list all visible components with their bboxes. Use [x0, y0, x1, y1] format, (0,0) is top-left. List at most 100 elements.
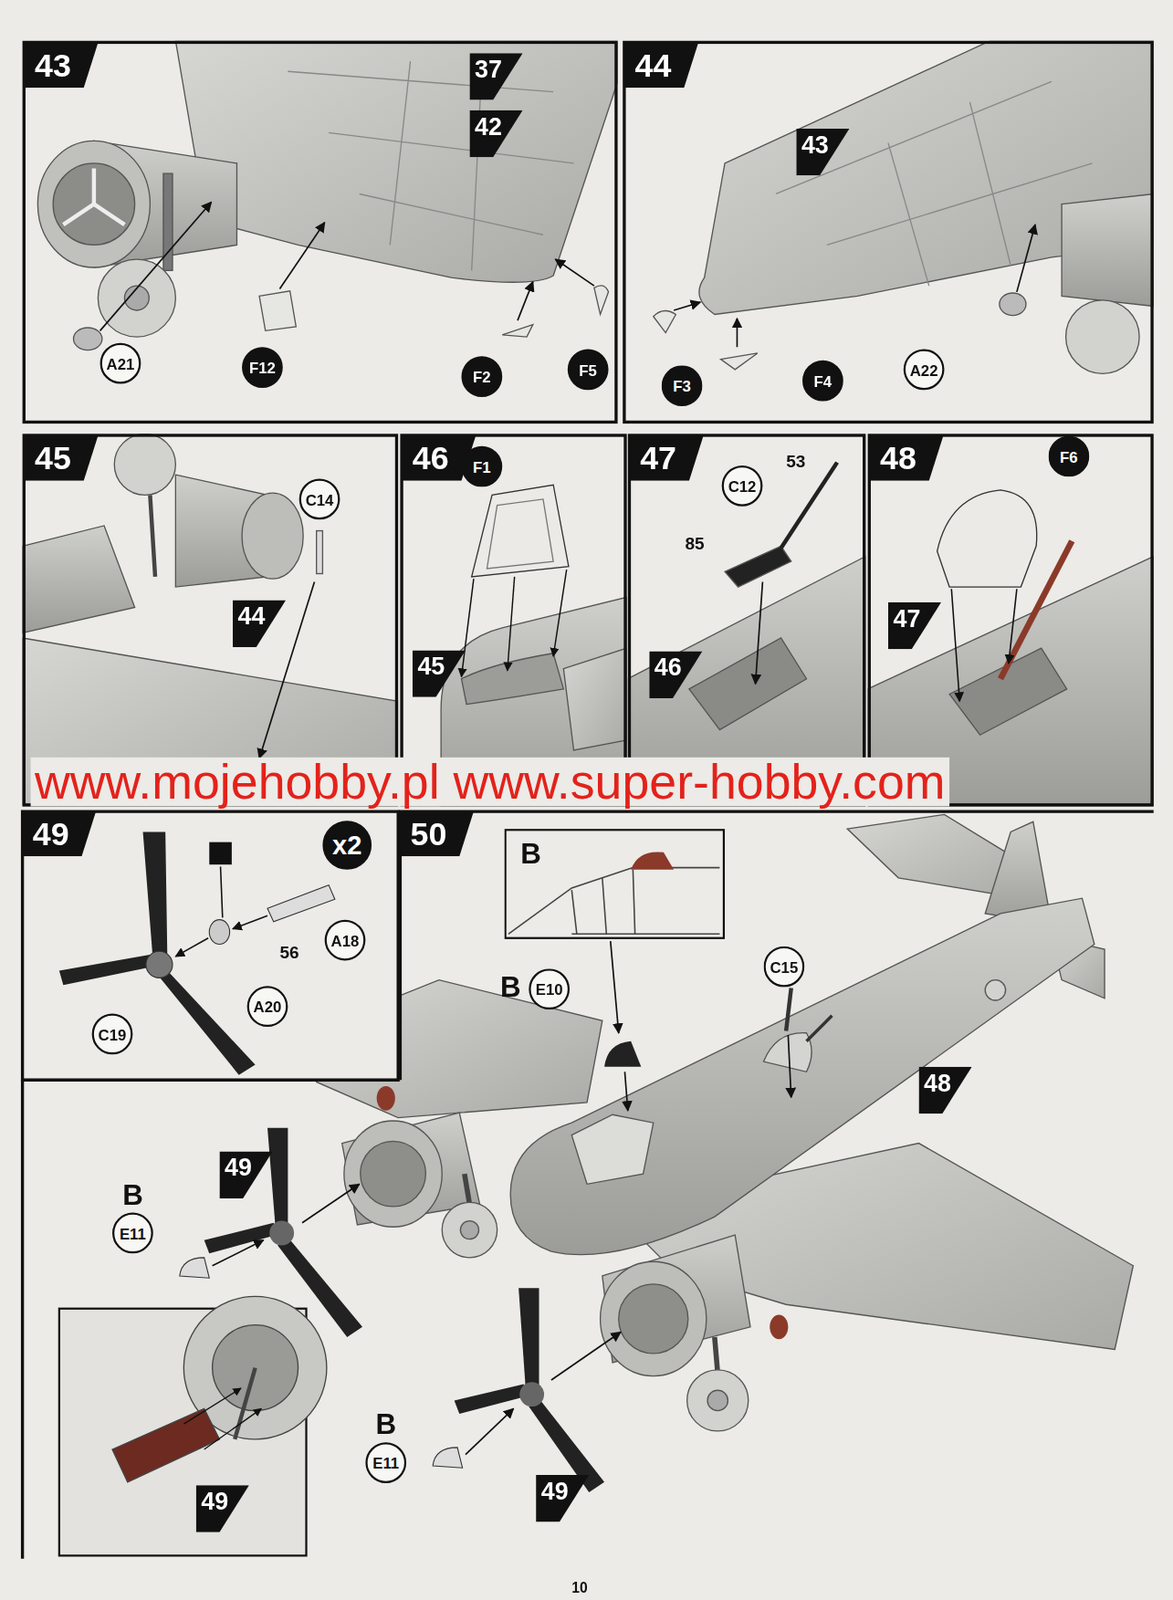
step-panel: 45C14 44 [22, 433, 399, 807]
step-number: 43 [24, 42, 72, 88]
step-badge: 43 [24, 42, 99, 88]
drawing-path [775, 81, 1093, 286]
drawing-line [234, 1368, 255, 1440]
reference-badge: 42 [469, 110, 523, 158]
drawing-ellipse [37, 140, 150, 268]
drawing-g [951, 588, 1017, 702]
step-panel: 49x2A18A20C19 [22, 811, 399, 1079]
part-number-circle: C15 [764, 946, 806, 988]
drawing-circle [618, 1284, 689, 1354]
part-text: F3 [672, 377, 692, 394]
drawing-ellipse [241, 492, 304, 579]
drawing-circle [52, 163, 135, 245]
drawing-path [143, 831, 168, 963]
drawing-ellipse [344, 1120, 442, 1227]
drawing-line [551, 1331, 621, 1381]
drawing-path [432, 1447, 462, 1468]
reference-badge: 45 [412, 649, 466, 697]
part-text: E10 [535, 981, 564, 997]
part-number-circle: A22 [903, 348, 945, 390]
drawing-path [594, 285, 609, 315]
inset-box: B [503, 828, 725, 940]
drawing-line [279, 222, 325, 290]
drawing-line [204, 1408, 262, 1450]
drawing-g [59, 831, 256, 1075]
badge-fill [869, 436, 944, 482]
step-number: 48 [869, 436, 917, 482]
drawing-line [781, 462, 838, 549]
drawing-path [571, 933, 720, 936]
reference-number: 43 [801, 130, 829, 159]
drawing-path [22, 811, 399, 1080]
drawing-line [755, 581, 764, 684]
drawing-g [100, 201, 595, 331]
drawing-path [460, 653, 564, 705]
step-badge: 45 [24, 436, 99, 482]
badge-fill [24, 436, 99, 482]
variant-letter: B [520, 838, 709, 870]
step-badge: 50 [399, 811, 474, 857]
drawing-circle [460, 1221, 479, 1240]
drawing-ellipse [600, 1261, 707, 1376]
step-panel: 433742A21F12F2F5 [22, 41, 618, 424]
drawing-line [806, 1015, 833, 1042]
page-number: 10 [571, 1580, 587, 1595]
reference-badge: 49 [219, 1152, 273, 1199]
drawing-g [112, 1296, 327, 1483]
part-number-circle: E10 [528, 968, 570, 1010]
part-number: 85 [684, 534, 704, 553]
drawing-line [212, 1240, 264, 1267]
badge-fill [795, 128, 849, 176]
step-badge: 48 [869, 436, 944, 482]
part-text: C19 [98, 1026, 127, 1043]
reference-badge: 49 [535, 1475, 589, 1522]
part-text: F5 [578, 361, 597, 378]
drawing-svg [22, 811, 399, 1079]
drawing-ellipse [209, 920, 230, 945]
badge-fill [919, 1067, 973, 1114]
reference-badge: 43 [795, 128, 849, 176]
step-number: 47 [629, 436, 677, 482]
variant-letter: B [500, 973, 522, 1002]
step-panel: 46F145 [399, 433, 627, 807]
part-text: E11 [119, 1225, 147, 1242]
drawing-line [624, 1071, 628, 1111]
drawing-path [721, 353, 758, 370]
drawing-path [571, 1114, 653, 1184]
part-text: F4 [814, 373, 833, 389]
drawing-path [259, 291, 296, 332]
badge-fill [196, 1485, 250, 1532]
drawing-line [553, 569, 567, 657]
drawing-rect [22, 811, 399, 1079]
badge-fill [24, 42, 99, 88]
reference-number: 48 [923, 1068, 952, 1098]
drawing-path [653, 310, 677, 333]
drawing-svg [22, 433, 399, 807]
drawing-g [37, 41, 618, 351]
step-panel: 50BE10C154849E11E114949 [22, 811, 1154, 1560]
part-text: A20 [253, 998, 283, 1015]
part-number-circle: C19 [92, 1014, 134, 1056]
drawing-g [306, 814, 1134, 1431]
drawing-line [100, 201, 212, 331]
drawing-path [508, 868, 721, 935]
part-number-circle: A21 [100, 343, 142, 385]
part-number-circle: E11 [365, 1442, 407, 1484]
part-number-black: F6 [1048, 436, 1090, 478]
drawing-line [1008, 588, 1017, 664]
reference-badge: 47 [888, 602, 942, 650]
drawing-line [302, 1183, 360, 1223]
drawing-path [22, 525, 136, 633]
drawing-circle [146, 951, 173, 978]
part-number-circle: A20 [247, 985, 289, 1027]
badge-fill [649, 651, 702, 699]
reference-number: 44 [238, 602, 266, 631]
drawing-path [267, 885, 336, 922]
step-number: 45 [24, 436, 72, 482]
part-text: C14 [305, 491, 335, 507]
part-text: x2 [332, 831, 362, 859]
reference-badge: 37 [469, 52, 523, 100]
watermark: www.mojehobby.pl www.super-hobby.com [31, 757, 950, 807]
drawing-g [175, 866, 268, 956]
drawing-path [471, 484, 569, 577]
